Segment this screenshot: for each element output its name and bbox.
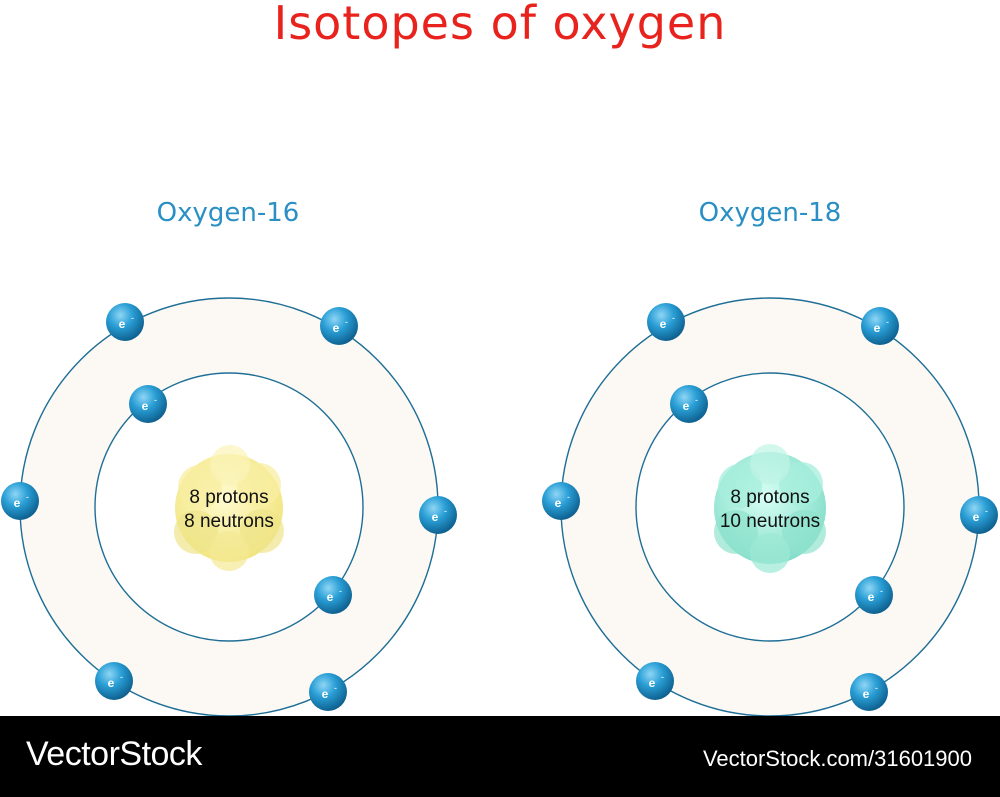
electron: e-: [647, 303, 685, 341]
atom-oxygen-18: 8 protons 10 neutrons e- e- e- e- e- e- …: [542, 297, 998, 716]
svg-text:-: -: [567, 492, 570, 502]
svg-text:-: -: [345, 317, 348, 327]
electron: e-: [95, 662, 133, 700]
svg-text:e: e: [14, 496, 21, 510]
vectorstock-logo: VectorStock: [26, 735, 202, 773]
electron: e-: [1, 482, 39, 520]
svg-text:e: e: [868, 590, 875, 604]
svg-text:-: -: [985, 506, 988, 516]
svg-text:-: -: [695, 395, 698, 405]
electron: e-: [850, 673, 888, 711]
svg-text:e: e: [333, 321, 340, 335]
stock-id: VectorStock.com/31601900: [702, 746, 972, 771]
svg-text:-: -: [875, 683, 878, 693]
electron: e-: [106, 303, 144, 341]
electron: e-: [419, 496, 457, 534]
diagram-title: Isotopes of oxygen: [273, 0, 727, 50]
svg-text:-: -: [154, 395, 157, 405]
svg-text:e: e: [142, 399, 149, 413]
electron: e-: [960, 496, 998, 534]
svg-text:e: e: [327, 590, 334, 604]
electron: e-: [320, 307, 358, 345]
oxygen-18-label: Oxygen-18: [698, 198, 842, 228]
svg-text:e: e: [555, 496, 562, 510]
nucleus: [714, 444, 826, 573]
nucleus-protons: 8 protons: [730, 487, 809, 508]
nucleus-neutrons: 10 neutrons: [720, 511, 820, 532]
svg-text:-: -: [444, 506, 447, 516]
electron: e-: [309, 673, 347, 711]
svg-text:-: -: [131, 313, 134, 323]
svg-text:-: -: [880, 586, 883, 596]
svg-text:-: -: [661, 672, 664, 682]
atom-diagram: 8 protons 8 neutrons e- e- e- e- e- e- e…: [1, 297, 998, 716]
svg-text:-: -: [672, 313, 675, 323]
electron: e-: [314, 576, 352, 614]
atom-oxygen-16: 8 protons 8 neutrons e- e- e- e- e- e- e…: [1, 297, 457, 716]
svg-text:e: e: [874, 321, 881, 335]
electron: e-: [636, 662, 674, 700]
svg-text:e: e: [683, 399, 690, 413]
electron: e-: [855, 576, 893, 614]
svg-text:e: e: [863, 687, 870, 701]
electron: e-: [861, 307, 899, 345]
svg-text:e: e: [322, 687, 329, 701]
nucleus-neutrons: 8 neutrons: [184, 511, 274, 532]
svg-text:-: -: [886, 317, 889, 327]
svg-text:e: e: [432, 510, 439, 524]
svg-text:-: -: [334, 683, 337, 693]
svg-text:-: -: [120, 672, 123, 682]
nucleus: [174, 445, 284, 571]
electron: e-: [129, 385, 167, 423]
nucleus-protons: 8 protons: [189, 487, 268, 508]
svg-text:e: e: [649, 676, 656, 690]
oxygen-16-label: Oxygen-16: [156, 198, 300, 228]
svg-text:-: -: [26, 492, 29, 502]
svg-text:e: e: [119, 317, 126, 331]
electron: e-: [542, 482, 580, 520]
svg-text:e: e: [973, 510, 980, 524]
svg-text:e: e: [108, 676, 115, 690]
watermark-footer: VectorStock VectorStock.com/31601900: [0, 716, 1000, 797]
svg-text:e: e: [660, 317, 667, 331]
electron: e-: [670, 385, 708, 423]
svg-text:-: -: [339, 586, 342, 596]
